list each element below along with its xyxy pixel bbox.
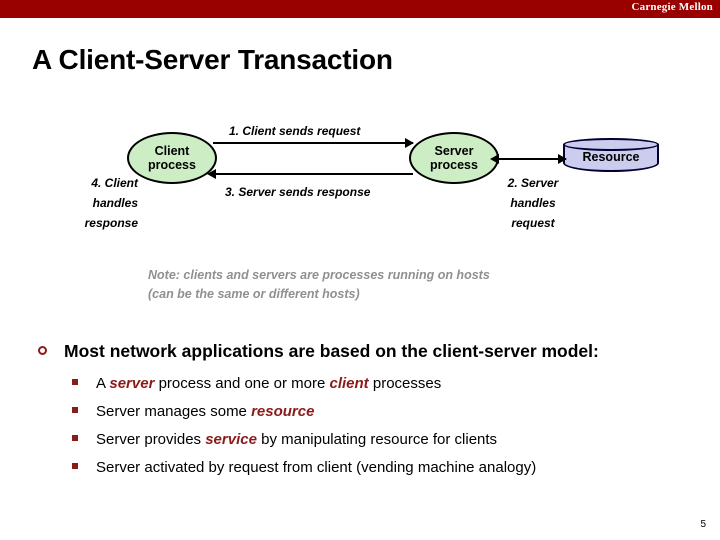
bullet-level2-text: process and one or more (154, 374, 330, 392)
bullet-level2-text: Server activated by request from client … (96, 458, 537, 476)
bullet-section: Most network applications are based on t… (0, 340, 720, 485)
bullet-level2-text: processes (368, 374, 442, 392)
square-bullet-icon (72, 434, 78, 441)
bullet-level2-text: Server provides (96, 430, 206, 448)
page-title: A Client-Server Transaction (32, 44, 393, 75)
emphasis-term: server (109, 374, 155, 392)
bullet-sublist: A server process and one or more client … (0, 373, 720, 478)
emphasis-term: client (329, 374, 369, 392)
response-arrow-head-icon (207, 169, 216, 179)
bullet-level2: Server manages some resource (0, 401, 720, 422)
bullet-level2: A server process and one or more client … (0, 373, 720, 394)
top-banner (0, 0, 720, 18)
bullet-level2-text: Server manages some (96, 402, 252, 420)
bullet-level2: Server provides service by manipulating … (0, 429, 720, 450)
bullet-level1-text: Most network applications are based on t… (64, 341, 599, 361)
request-arrow-head-icon (405, 138, 414, 148)
server-process-line1: Server (434, 144, 474, 158)
request-arrow-line (213, 142, 413, 144)
bullet-level1: Most network applications are based on t… (0, 340, 720, 364)
diagram-note-line-1: Note: clients and servers are processes … (148, 268, 490, 282)
emphasis-term: service (205, 430, 257, 448)
step-2-label: 2. Server handles request (507, 176, 559, 231)
server-resource-arrow-line (496, 158, 566, 160)
response-arrow-line (213, 173, 413, 175)
brand-label: Carnegie Mellon (631, 1, 713, 13)
bullet-level2-text: by manipulating resource for clients (256, 430, 498, 448)
emphasis-term: resource (251, 402, 315, 420)
client-process-line1: Client (154, 144, 190, 158)
diagram-note-line-2: (can be the same or different hosts) (148, 287, 360, 302)
bullet-level2: Server activated by request from client … (0, 457, 720, 478)
server-resource-arrow-head-right-icon (558, 154, 567, 164)
bullet-level2-text: A (96, 374, 110, 392)
server-process-line2: process (430, 158, 478, 172)
square-bullet-icon (72, 462, 78, 469)
page-number: 5 (700, 519, 706, 530)
resource-label: Resource (582, 150, 640, 164)
step-1-label: 1. Client sends request (229, 124, 361, 138)
client-process-node: Client process (127, 132, 217, 184)
square-bullet-icon (72, 378, 78, 385)
diagram-note: Note: clients and servers are processes … (148, 266, 588, 305)
step-3-label: 3. Server sends response (225, 185, 371, 199)
client-server-diagram: Client process Server process Resource 1… (0, 110, 720, 255)
server-process-node: Server process (409, 132, 499, 184)
circle-bullet-icon (38, 346, 47, 355)
client-process-line2: process (148, 158, 196, 172)
cylinder-top-ellipse (563, 138, 659, 151)
server-resource-arrow-head-left-icon (490, 154, 499, 164)
square-bullet-icon (72, 406, 78, 413)
step-4-label: 4. Client handles response (84, 176, 138, 231)
resource-cylinder-icon: Resource (563, 138, 659, 178)
